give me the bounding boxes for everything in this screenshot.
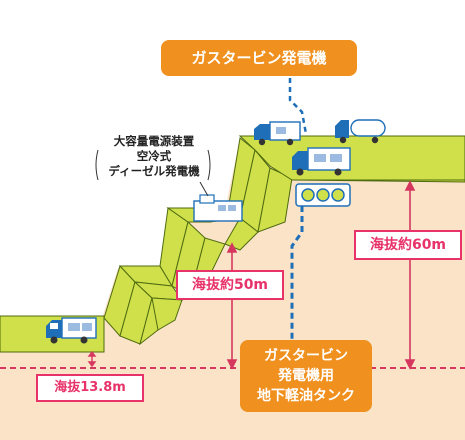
truck-icon xyxy=(254,121,301,146)
gas-turbine-text: ガスタービン発電機 xyxy=(191,49,327,67)
underground-tank-label: ガスタービン 発電機用 地下軽油タンク xyxy=(240,340,372,412)
elevation-13-8-text: 海抜13.8m xyxy=(54,380,126,395)
elevation-label-13-8: 海抜13.8m xyxy=(36,374,144,402)
fuel-tank-icon xyxy=(295,183,351,207)
diesel-generator-label: 大容量電源装置 空冷式 ディーゼル発電機 xyxy=(102,134,206,179)
tank-line-3: 地下軽油タンク xyxy=(257,388,355,404)
tanker-truck-icon xyxy=(335,119,386,144)
elevation-arrow-13-8 xyxy=(87,350,97,368)
gas-turbine-label: ガスタービン発電機 xyxy=(161,40,357,76)
diesel-label-bracket-left xyxy=(95,149,99,181)
diesel-leader xyxy=(199,181,209,197)
elevation-label-60: 海抜約60m xyxy=(354,230,462,260)
tank-line-2: 発電機用 xyxy=(278,368,334,384)
elevation-label-50: 海抜約50m xyxy=(176,270,284,300)
tank-line-1: ガスタービン xyxy=(264,348,348,364)
diesel-label-bracket-right xyxy=(207,149,211,181)
diesel-line-3: ディーゼル発電機 xyxy=(108,164,200,178)
slope-faces xyxy=(103,137,293,346)
truck-icon xyxy=(46,317,97,344)
diesel-line-1: 大容量電源装置 xyxy=(113,134,195,148)
elevation-arrow-50 xyxy=(226,242,238,370)
truck-icon xyxy=(292,147,351,176)
fuel-pipe xyxy=(290,206,304,340)
elevation-arrow-60 xyxy=(404,180,416,370)
elevation-50-text: 海抜約50m xyxy=(191,277,269,293)
gas-turbine-leader xyxy=(288,78,308,135)
elevation-60-text: 海抜約60m xyxy=(369,237,447,253)
diesel-line-2: 空冷式 xyxy=(136,149,172,163)
